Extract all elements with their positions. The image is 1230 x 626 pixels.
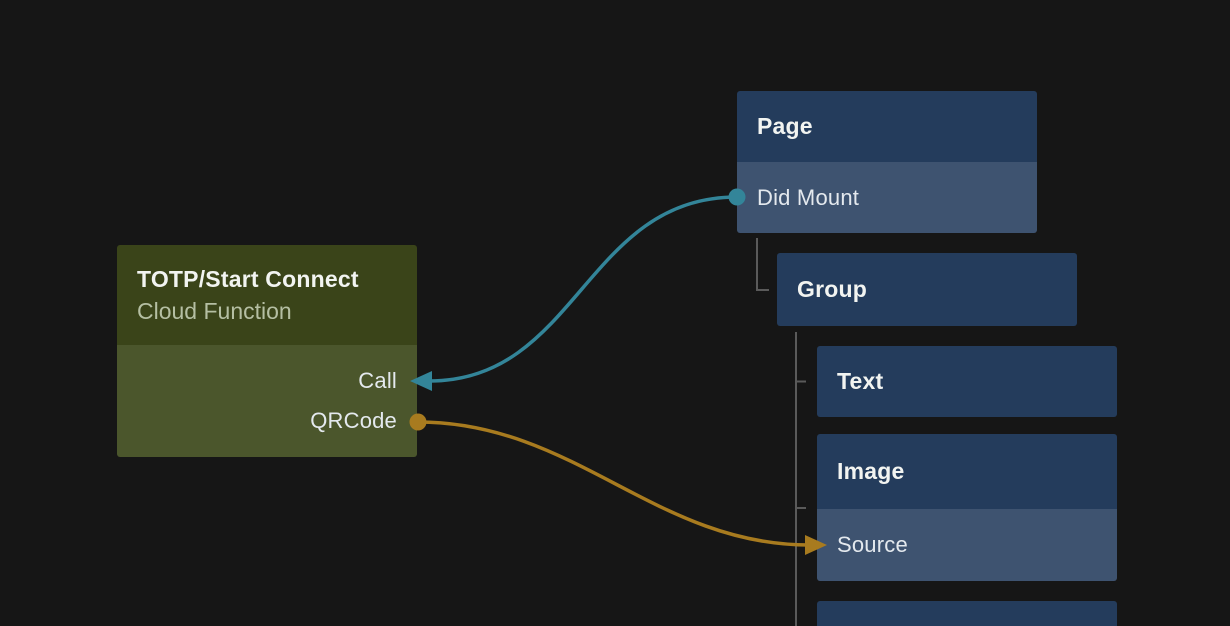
- edge-qrcode-source[interactable]: [417, 420, 810, 547]
- tree-node-page[interactable]: Page Did Mount: [737, 91, 1037, 233]
- tree-node-page-header[interactable]: Page: [737, 91, 1037, 162]
- tree-node-page-row-did-mount[interactable]: Did Mount: [737, 162, 1037, 233]
- did-mount-label: Did Mount: [757, 184, 860, 210]
- edge-didmount-call[interactable]: [428, 195, 738, 383]
- tree-node-text-title: Text: [837, 368, 884, 394]
- tree-node-page-title: Page: [757, 113, 813, 139]
- cloud-function-subtitle: Cloud Function: [137, 297, 292, 324]
- tree-node-text[interactable]: Text: [817, 346, 1117, 417]
- tree-node-group[interactable]: Group: [777, 253, 1077, 326]
- output-qrcode-label: QRCode: [310, 408, 397, 433]
- cloud-function-title: TOTP/Start Connect: [137, 265, 359, 292]
- tree-node-image-header[interactable]: Image: [817, 434, 1117, 509]
- output-row-qrcode[interactable]: QRCode: [117, 401, 417, 441]
- cloud-function-header: TOTP/Start Connect Cloud Function: [117, 245, 417, 345]
- tree-node-image-title: Image: [837, 458, 905, 484]
- cloud-function-node[interactable]: TOTP/Start Connect Cloud Function Call Q…: [117, 245, 417, 457]
- tree-node-group-title: Group: [797, 276, 867, 302]
- tree-node-group-header[interactable]: Group: [777, 253, 1077, 326]
- tree-node-image-row-source[interactable]: Source: [817, 509, 1117, 581]
- cloud-function-body: Call QRCode: [117, 345, 417, 457]
- output-row-call[interactable]: Call: [117, 361, 417, 401]
- tree-connector-page-group: [756, 238, 769, 291]
- tree-node-image[interactable]: Image Source: [817, 434, 1117, 581]
- tree-node-partial[interactable]: [817, 601, 1117, 626]
- tree-node-text-header[interactable]: Text: [817, 346, 1117, 417]
- output-call-label: Call: [358, 368, 397, 393]
- source-label: Source: [837, 532, 908, 557]
